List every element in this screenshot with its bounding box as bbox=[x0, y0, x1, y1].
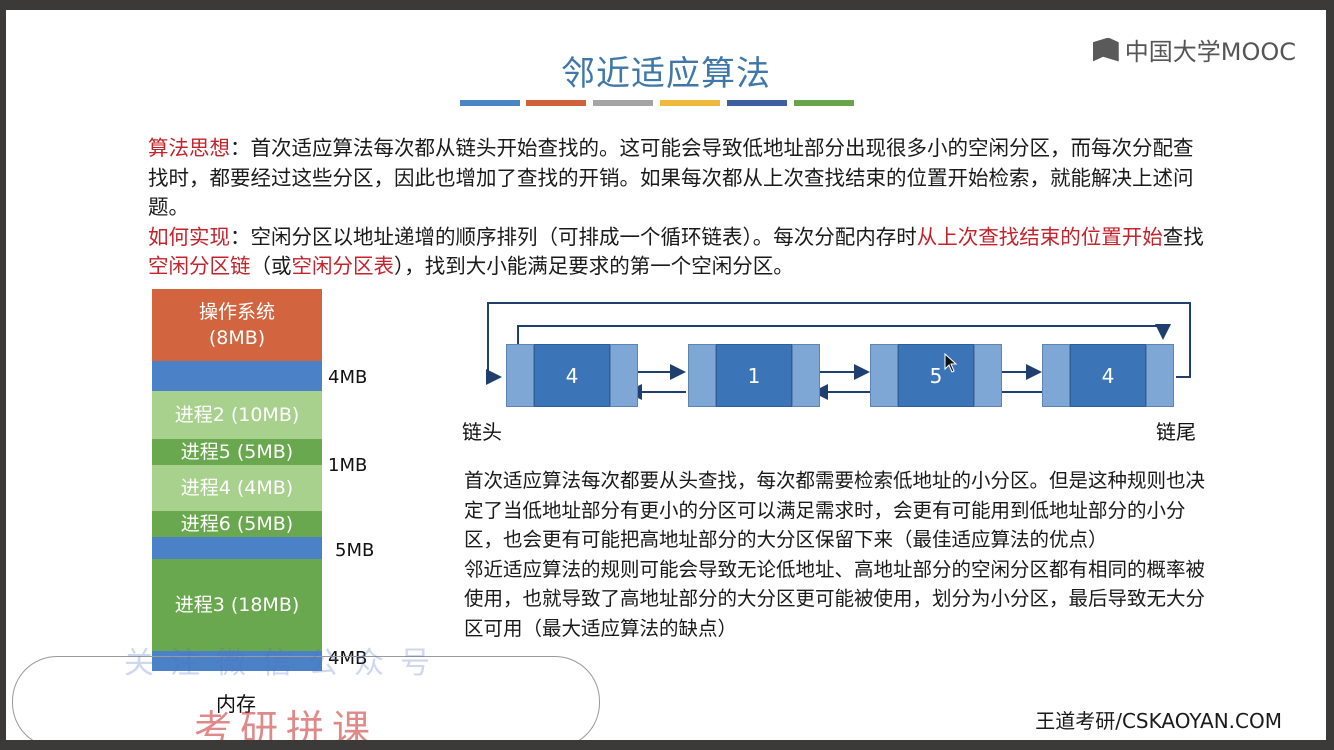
impl-text: ：空闲分区以地址递增的顺序排列（可排成一个循环链表）。每次分配内存时 bbox=[230, 224, 917, 249]
memory-diagram: 操作系统 (8MB) 进程2 (10MB) 进程5 (5MB) 进程4 (4MB… bbox=[152, 289, 322, 671]
description-line: 首次适应算法每次都要从头查找，每次都需要检索低地址的小分区。但是这种规则也决定了… bbox=[464, 469, 1206, 551]
title-color-bar bbox=[660, 100, 720, 106]
memory-block-label: 操作系统 (8MB) bbox=[198, 301, 275, 349]
idea-line: 算法思想：首次适应算法每次都从链头开始查找的。这可能会导致低地址部分出现很多小的… bbox=[148, 134, 1208, 223]
impl-text: 查找 bbox=[1162, 224, 1204, 249]
mooc-logo-text: 中国大学MOOC bbox=[1124, 38, 1296, 66]
cursor-icon bbox=[944, 353, 958, 373]
node-next-pointer bbox=[610, 344, 638, 407]
linked-list-arrows bbox=[486, 302, 1191, 400]
footer-brand: 王道考研/CSKAOYAN.COM bbox=[1035, 709, 1282, 733]
idea-label: 算法思想 bbox=[148, 136, 230, 160]
title-color-bar bbox=[794, 100, 854, 106]
mooc-logo-icon bbox=[1092, 37, 1119, 62]
memory-block-process2: 进程2 (10MB) bbox=[152, 391, 322, 439]
node-prev-pointer bbox=[1042, 344, 1070, 407]
impl-line: 如何实现：空闲分区以地址递增的顺序排列（可排成一个循环链表）。每次分配内存时从上… bbox=[148, 223, 1208, 282]
explanation-paragraph: 算法思想：首次适应算法每次都从链头开始查找的。这可能会导致低地址部分出现很多小的… bbox=[148, 134, 1208, 282]
title-color-bar bbox=[727, 100, 787, 106]
memory-caption: 内存 bbox=[216, 692, 256, 716]
impl-highlight: 从上次查找结束的位置开始 bbox=[916, 224, 1163, 249]
impl-highlight: 空闲分区表 bbox=[291, 254, 395, 278]
node-prev-pointer bbox=[506, 344, 534, 407]
memory-block-os: 操作系统 (8MB) bbox=[152, 289, 322, 361]
memory-block-label: 进程6 (5MB) bbox=[180, 513, 294, 535]
impl-label: 如何实现 bbox=[148, 224, 230, 249]
impl-text: ），找到大小能满足要求的第一个空闲分区。 bbox=[394, 254, 794, 278]
memory-block-free bbox=[152, 361, 322, 391]
title-color-bar bbox=[526, 100, 586, 106]
slide: 邻近适应算法 中国大学MOOC 算法思想：首次适应算法每次都从链头开始查找的。这… bbox=[6, 10, 1326, 740]
memory-block-process5: 进程5 (5MB) bbox=[152, 439, 322, 465]
node-next-pointer bbox=[1146, 344, 1174, 407]
impl-highlight: 空闲分区链 bbox=[148, 254, 251, 278]
node-value: 1 bbox=[716, 344, 792, 407]
node-next-pointer bbox=[792, 344, 820, 407]
memory-block-process6: 进程6 (5MB) bbox=[152, 511, 322, 537]
watermark-text: 关注微信公众号 bbox=[124, 646, 446, 681]
description-line: 邻近适应算法的规则可能会导致无论低地址、高地址部分的空闲分区都有相同的概率被使用… bbox=[464, 557, 1206, 640]
memory-block-process3: 进程3 (18MB) bbox=[152, 559, 322, 651]
stamp-text: 考研拼课 bbox=[194, 707, 379, 740]
list-tail-label: 链尾 bbox=[1156, 420, 1196, 444]
overlay-outline bbox=[12, 656, 600, 740]
node-value: 5 bbox=[898, 344, 974, 407]
node-value: 4 bbox=[1070, 344, 1146, 407]
memory-block-label: 进程3 (18MB) bbox=[174, 594, 300, 616]
memory-block-label: 进程4 (4MB) bbox=[180, 477, 294, 499]
memory-block-free bbox=[152, 537, 322, 559]
list-head-label: 链头 bbox=[462, 420, 502, 444]
memory-block-process4: 进程4 (4MB) bbox=[152, 465, 322, 511]
memory-block-label: 进程2 (10MB) bbox=[174, 404, 300, 426]
idea-text: ：首次适应算法每次都从链头开始查找的。这可能会导致低地址部分出现很多小的空闲分区… bbox=[148, 136, 1194, 219]
memory-block-label: 进程5 (5MB) bbox=[180, 441, 294, 463]
description-paragraph: 首次适应算法每次都要从头查找，每次都需要检索低地址的小分区。但是这种规则也决定了… bbox=[464, 466, 1224, 643]
impl-text: （或 bbox=[250, 254, 292, 278]
free-size-label: 4MB bbox=[328, 367, 368, 388]
node-prev-pointer bbox=[870, 344, 898, 407]
slide-title: 邻近适应算法 bbox=[561, 54, 771, 94]
title-color-bar bbox=[460, 100, 520, 106]
mooc-logo: 中国大学MOOC bbox=[1092, 32, 1296, 67]
node-value: 4 bbox=[534, 344, 610, 407]
free-size-label: 1MB bbox=[328, 455, 368, 476]
loop-arrow-inner bbox=[517, 324, 1171, 347]
node-next-pointer bbox=[974, 344, 1002, 407]
title-color-bar bbox=[593, 100, 653, 106]
free-size-label: 5MB bbox=[335, 540, 375, 561]
free-size-label: 4MB bbox=[328, 648, 368, 669]
loop-arrow-outer bbox=[486, 302, 1191, 385]
node-prev-pointer bbox=[688, 344, 716, 407]
